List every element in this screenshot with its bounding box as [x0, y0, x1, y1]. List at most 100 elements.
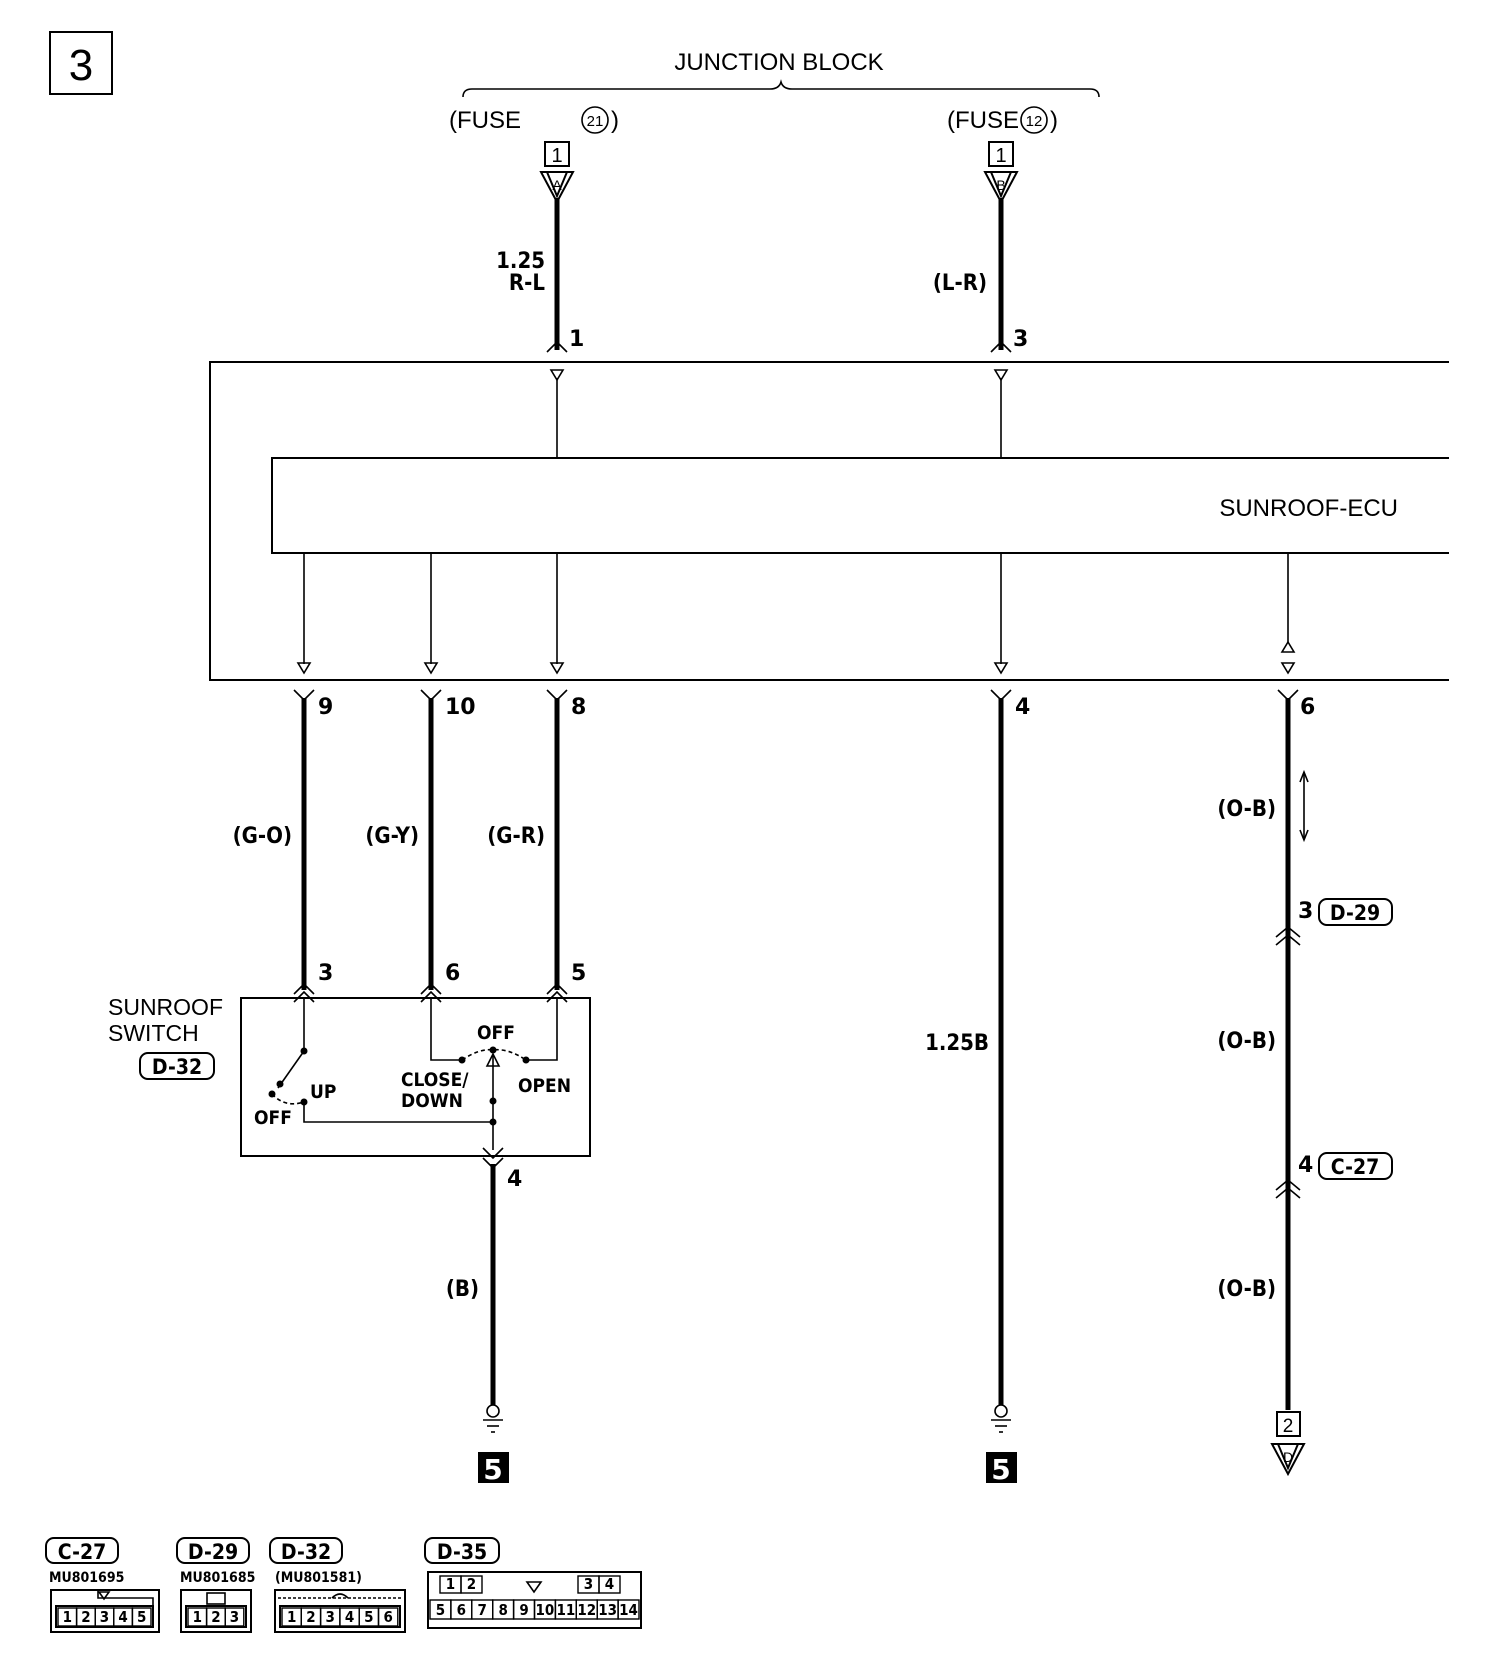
d35-pin-label: 8 — [498, 1601, 507, 1619]
svg-text:3: 3 — [318, 961, 333, 986]
svg-text:SWITCH: SWITCH — [108, 1020, 199, 1046]
d35-pin-label: 12 — [577, 1601, 596, 1619]
d35-pin-label: 5 — [436, 1601, 445, 1619]
svg-text:D-35: D-35 — [437, 1540, 487, 1564]
wire-pin-4: 4 1.25B 5 — [925, 689, 1030, 1486]
svg-text:R-L: R-L — [509, 271, 545, 296]
svg-text:3: 3 — [1298, 899, 1313, 924]
svg-text:4: 4 — [1298, 1153, 1313, 1178]
svg-text:(FUSE: (FUSE — [449, 107, 521, 134]
d32-pin-label: 3 — [326, 1608, 335, 1626]
d32-pin-label: 5 — [364, 1608, 373, 1626]
ecu-label: SUNROOF-ECU — [1219, 495, 1398, 522]
d35-pin-label: 14 — [619, 1601, 638, 1619]
svg-text:B: B — [996, 177, 1005, 193]
d29-pin-label: 1 — [193, 1608, 202, 1626]
d35-pin-label: 6 — [457, 1601, 466, 1619]
junction-block: JUNCTION BLOCK (FUSE 21 ) (FUSE 12 ) 1 A… — [449, 49, 1100, 205]
svg-text:OPEN: OPEN — [518, 1075, 571, 1097]
connector-c27-label: C-27 — [1331, 1155, 1379, 1179]
d35-pin-label: 9 — [519, 1601, 528, 1619]
wire-pin-6: 6 (O-B) 3 D-29 (O-B) 4 C-27 (O-B) 2 D — [1217, 689, 1393, 1477]
svg-text:(L-R): (L-R) — [933, 271, 987, 296]
d35-pin-label: 11 — [556, 1601, 575, 1619]
svg-text:6: 6 — [1300, 695, 1315, 720]
c27-pin-label: 3 — [100, 1608, 109, 1626]
d32-pin-label: 2 — [306, 1608, 315, 1626]
d35-pin-cell — [460, 1575, 483, 1594]
sunroof-ecu: SUNROOF-ECU — [271, 457, 1449, 554]
svg-text:9: 9 — [318, 695, 333, 720]
svg-text:UP: UP — [310, 1081, 336, 1103]
d29-pin-label: 2 — [211, 1608, 220, 1626]
page-number-box: 3 — [49, 31, 113, 95]
svg-text:1.25B: 1.25B — [925, 1031, 989, 1056]
svg-text:3: 3 — [1013, 327, 1028, 352]
svg-text:5: 5 — [991, 1453, 1010, 1486]
junction-block-title: JUNCTION BLOCK — [674, 49, 883, 76]
c27-pin-label: 2 — [81, 1608, 90, 1626]
svg-text:10: 10 — [445, 695, 476, 720]
d35-pin-label: 1 — [446, 1575, 455, 1593]
svg-text:4: 4 — [1015, 695, 1030, 720]
svg-text:(G-O): (G-O) — [233, 824, 292, 849]
svg-text:1: 1 — [995, 145, 1006, 167]
svg-text:(G-Y): (G-Y) — [365, 824, 419, 849]
d35-pin-label: 10 — [536, 1601, 555, 1619]
svg-text:SUNROOF: SUNROOF — [108, 994, 223, 1020]
svg-text:(FUSE: (FUSE — [947, 107, 1019, 134]
svg-text:5: 5 — [483, 1453, 502, 1486]
svg-text:(O-B): (O-B) — [1217, 797, 1276, 822]
sunroof-switch: SUNROOF SWITCH D-32 UP OFF OFF CLOSE/ DO… — [108, 994, 591, 1157]
connector-d29-label: D-29 — [1330, 901, 1380, 925]
svg-text:21: 21 — [587, 113, 604, 130]
d35-pin-cell — [598, 1575, 621, 1594]
svg-text:(O-B): (O-B) — [1217, 1277, 1276, 1302]
svg-text:DOWN: DOWN — [401, 1090, 463, 1112]
fuse-12-connector: 1 B — [983, 141, 1019, 205]
wire-pin-9: 9 (G-O) 3 — [233, 689, 333, 1003]
d32-pin-label: 1 — [287, 1608, 296, 1626]
svg-text:MU801695: MU801695 — [49, 1570, 124, 1586]
d35-pin-cell — [617, 1599, 640, 1620]
svg-text:(O-B): (O-B) — [1217, 1029, 1276, 1054]
svg-text:D-32: D-32 — [281, 1540, 331, 1564]
svg-text:1.25: 1.25 — [496, 249, 545, 274]
svg-text:OFF: OFF — [477, 1022, 515, 1044]
d35-pin-label: 13 — [598, 1601, 617, 1619]
svg-text:): ) — [1050, 107, 1058, 134]
c27-pin-label: 5 — [137, 1608, 146, 1626]
ground-ref-badge-1 — [478, 1452, 509, 1483]
svg-text:5: 5 — [571, 961, 586, 986]
svg-text:12: 12 — [1026, 113, 1043, 130]
d29-pin-label: 3 — [230, 1608, 239, 1626]
ground-ref-badge-2 — [986, 1452, 1017, 1483]
svg-text:(B): (B) — [446, 1277, 479, 1302]
svg-text:OFF: OFF — [254, 1107, 292, 1129]
svg-text:C-27: C-27 — [58, 1540, 106, 1564]
svg-text:1: 1 — [569, 327, 584, 352]
wire-switch-ground: 4 (B) 5 — [446, 1147, 522, 1486]
svg-text:(MU801581): (MU801581) — [275, 1570, 362, 1586]
svg-text:): ) — [611, 107, 619, 134]
svg-text:2: 2 — [1283, 1416, 1294, 1437]
d32-pin-cell — [377, 1607, 399, 1627]
svg-text:(G-R): (G-R) — [487, 824, 545, 849]
d35-pin-label: 3 — [584, 1575, 593, 1593]
svg-text:MU801685: MU801685 — [180, 1570, 255, 1586]
fuse-21-connector: 1 A — [539, 141, 575, 205]
svg-text:A: A — [552, 177, 562, 193]
c27-pin-cell — [131, 1607, 152, 1627]
wire-pin-1: 1.25 R-L 1 — [496, 198, 584, 353]
wire-pin-10: 10 (G-Y) 6 — [365, 689, 476, 1003]
d32-pin-label: 4 — [345, 1608, 354, 1626]
svg-text:4: 4 — [507, 1167, 522, 1192]
c27-pin-label: 1 — [63, 1608, 72, 1626]
c27-pin-label: 4 — [118, 1608, 127, 1626]
d35-pin-label: 7 — [478, 1601, 487, 1619]
